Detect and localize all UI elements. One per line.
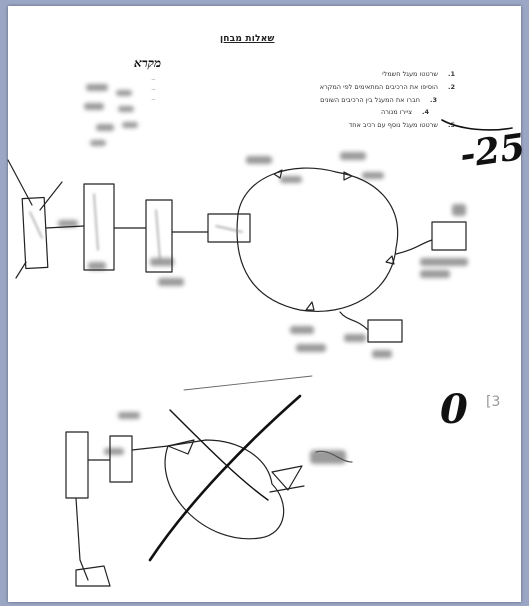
blurred-labels <box>58 84 468 464</box>
grader-strokes <box>150 120 512 560</box>
circuit-diagram-bottom <box>66 432 352 586</box>
circuit-diagram-top <box>8 160 466 342</box>
